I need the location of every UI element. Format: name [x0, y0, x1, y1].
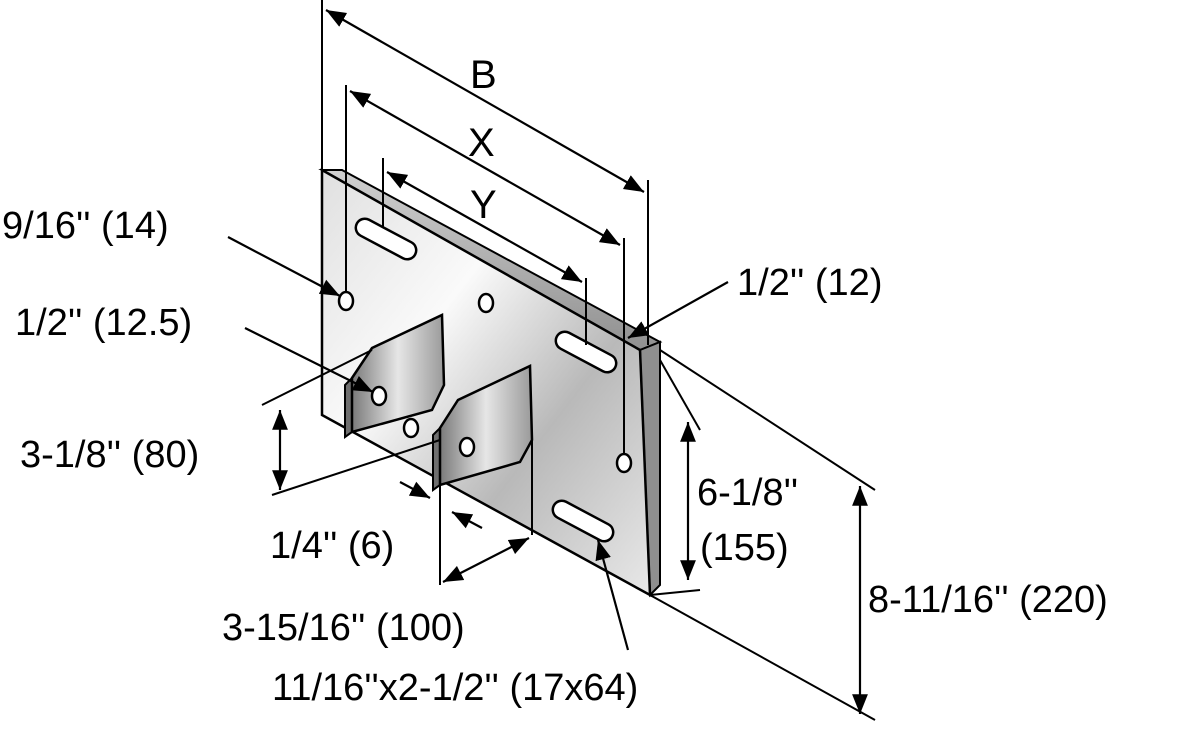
label-slot-spacing-2: (155) — [700, 527, 789, 569]
leader-hole-diameter — [227, 236, 341, 297]
dimension-lines — [227, 9, 868, 714]
dimension-labels: B X Y 9/16'' (14) 1/2'' (12.5) 1/2'' (12… — [2, 53, 1108, 709]
label-fin-hole-diameter: 1/2'' (12.5) — [15, 302, 192, 344]
dim-line-fin-spacing — [442, 537, 530, 583]
label-plate-thickness: 1/2'' (12) — [737, 262, 882, 304]
leader-slot-size — [595, 539, 630, 651]
fin-left — [344, 313, 446, 439]
label-fin-spacing: 3-15/16'' (100) — [222, 607, 465, 649]
leader-fin-hole — [244, 327, 374, 393]
label-B: B — [470, 53, 497, 97]
label-X: X — [468, 121, 495, 165]
label-plate-height: 8-11/16'' (220) — [868, 579, 1108, 621]
slot-mid-right — [554, 330, 618, 374]
dim-line-Y — [386, 171, 583, 283]
label-slot-size: 11/16''x2-1/2'' (17x64) — [272, 667, 638, 709]
hole-center-bottom — [402, 417, 420, 439]
label-slot-spacing-1: 6-1/8'' — [697, 472, 798, 514]
hole-center-top — [477, 292, 495, 314]
hole-left — [337, 290, 355, 312]
leader-fin-thickness-a — [399, 481, 431, 499]
leader-plate-thickness — [627, 281, 729, 339]
slot-bottom-right — [551, 499, 615, 543]
label-fin-height: 3-1/8'' (80) — [20, 434, 199, 476]
label-Y: Y — [470, 183, 497, 227]
label-hole-diameter: 9/16'' (14) — [2, 205, 169, 247]
hole-right — [615, 452, 633, 474]
label-fin-thickness: 1/4'' (6) — [270, 525, 394, 567]
leader-fin-thickness-b — [451, 511, 483, 529]
